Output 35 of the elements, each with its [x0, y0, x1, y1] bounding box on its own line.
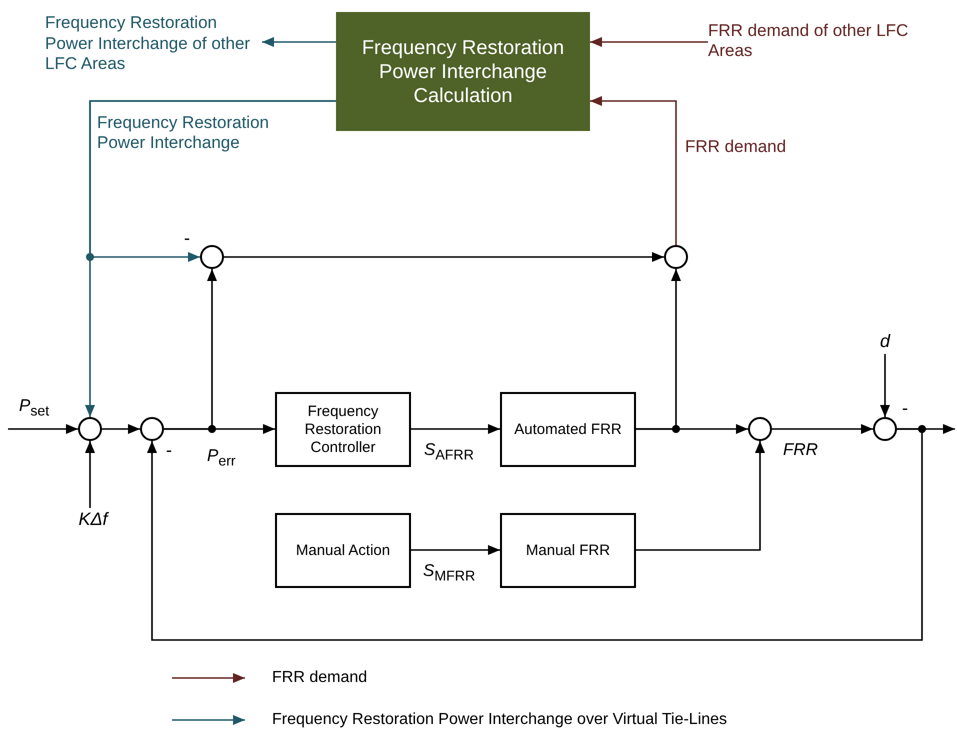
- process-box: Automated FRR: [500, 392, 636, 467]
- arrow: [147, 428, 923, 641]
- arrow: [8, 424, 78, 434]
- legend-label: Frequency Restoration Power Interchange over Virtual Tie-Lines: [272, 710, 728, 730]
- process-box: Manual FRR: [500, 513, 636, 588]
- arrow: [880, 354, 890, 417]
- signal-label: d: [876, 330, 894, 354]
- minus-sign: -: [166, 440, 172, 462]
- arrow: [636, 269, 681, 430]
- process-box: Frequency Restoration Controller: [275, 392, 411, 467]
- signal-label: Frequency Restoration Power Interchange of other LFC Areas: [45, 6, 262, 82]
- minus-sign: -: [184, 228, 190, 250]
- summing-junction: [748, 417, 772, 441]
- signal-label: FRR demand of other LFC Areas: [708, 16, 922, 66]
- summing-junction: [78, 417, 102, 441]
- process-box: Frequency Restoration Power Interchange Calculation: [336, 12, 590, 131]
- summing-junction: [200, 245, 224, 269]
- arrow: [164, 269, 217, 430]
- minus-sign: -: [902, 398, 908, 420]
- arrow: [590, 37, 708, 47]
- arrow: [224, 252, 664, 262]
- process-box: Manual Action: [275, 513, 411, 588]
- arrow: [772, 424, 873, 434]
- arrow: [590, 96, 677, 245]
- arrow: [262, 37, 336, 47]
- arrow: [411, 545, 500, 555]
- summing-junction: [140, 417, 164, 441]
- arrow: [411, 424, 500, 434]
- arrow: [85, 100, 336, 417]
- summing-junction: [664, 245, 688, 269]
- arrow: [85, 441, 95, 508]
- arrow: [636, 441, 765, 551]
- summing-junction: [873, 417, 897, 441]
- arrow: [102, 424, 140, 434]
- signal-label: KΔf: [70, 508, 116, 532]
